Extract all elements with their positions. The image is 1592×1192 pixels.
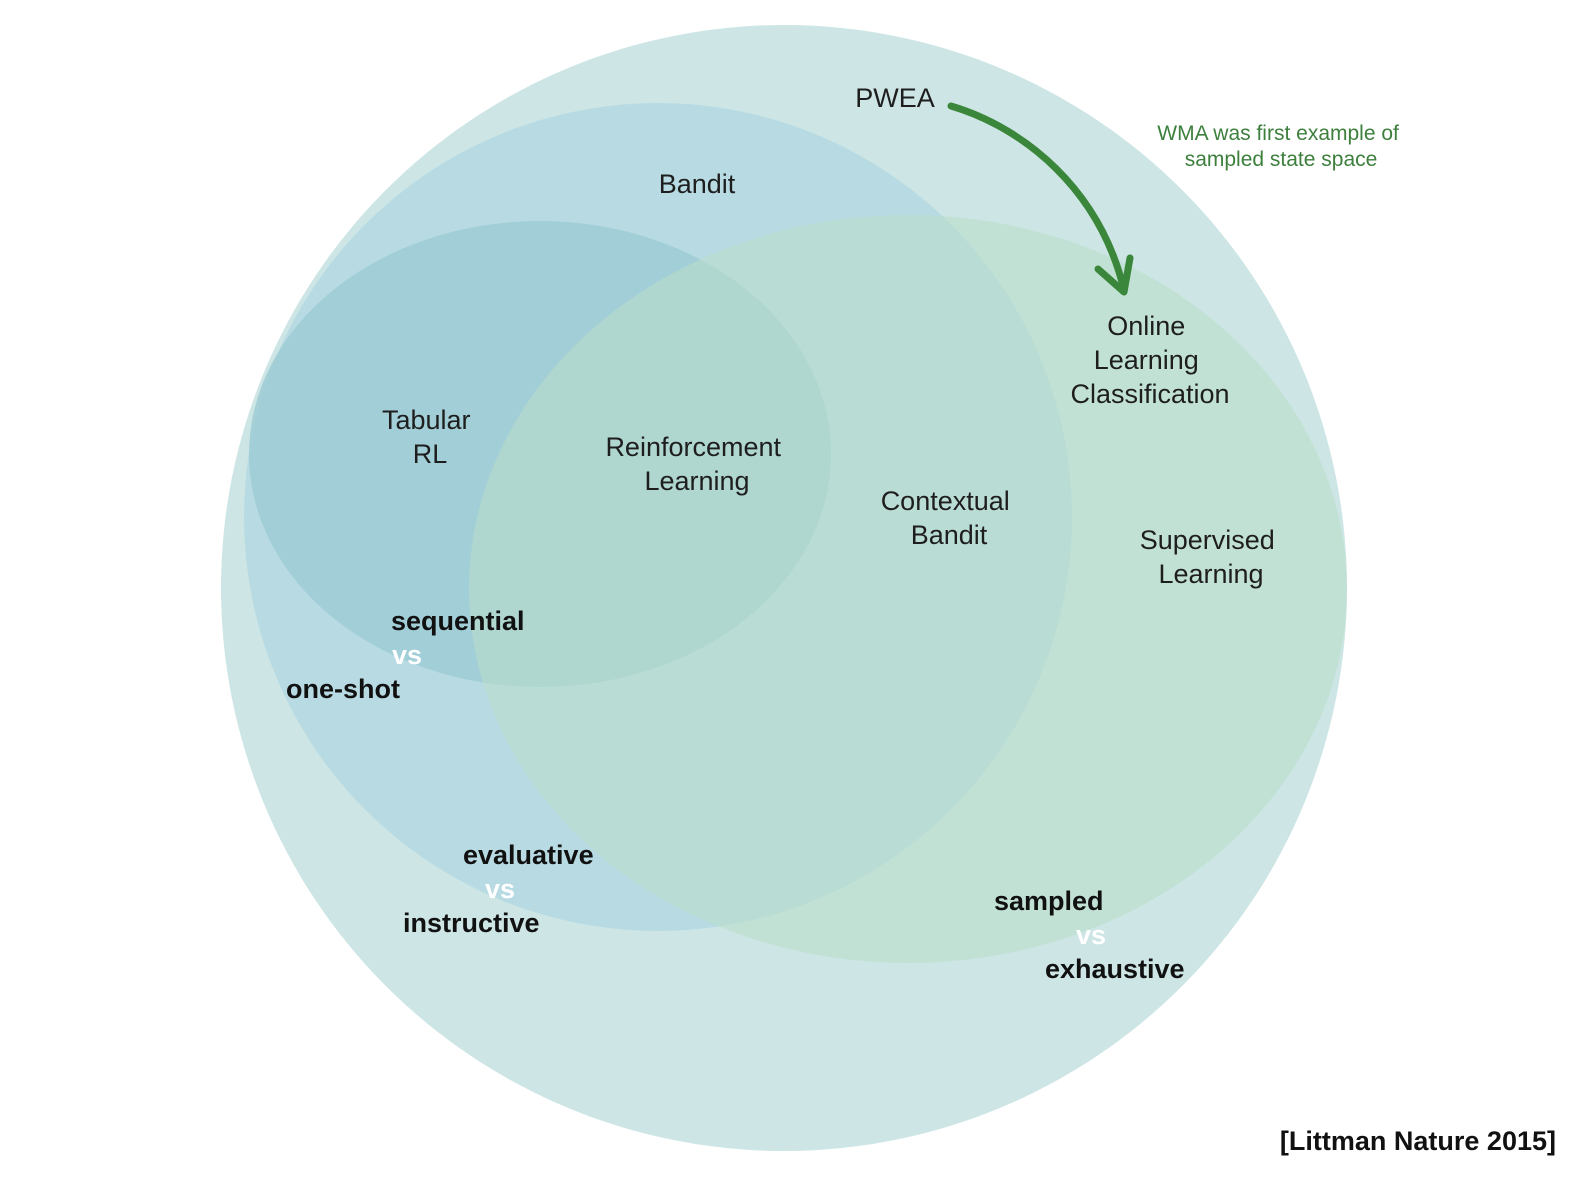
contextual-bandit-label: Contextual Bandit — [881, 486, 1018, 550]
wma-annotation-line-2: sampled state space — [1185, 148, 1378, 171]
online-learning-line-1: Online — [1107, 311, 1185, 341]
evaluative-vs-instructive: evaluative vs instructive — [403, 840, 594, 938]
sampled-vs-exhaustive: sampled vs exhaustive — [994, 886, 1185, 984]
tabular-rl-label: Tabular RL — [382, 405, 478, 469]
supervised-learning-line-2: Learning — [1158, 559, 1263, 589]
contextual-bandit-line-2: Bandit — [911, 520, 988, 550]
wma-annotation: WMA was first example of sampled state s… — [1157, 122, 1404, 171]
evaluative-label: evaluative — [463, 840, 594, 870]
reinforcement-learning-label: Reinforcement Learning — [605, 432, 788, 496]
supervised-region — [469, 215, 1347, 963]
contextual-bandit-line-1: Contextual — [881, 486, 1010, 516]
sequential-label: sequential — [391, 606, 525, 636]
sequential-vs-one-shot: sequential vs one-shot — [286, 606, 525, 704]
one-shot-label: one-shot — [286, 674, 400, 704]
evaluative-vs-label: vs — [485, 874, 515, 904]
bandit-label: Bandit — [659, 169, 736, 199]
sequential-vs-label: vs — [392, 640, 422, 670]
citation: [Littman Nature 2015] — [1280, 1126, 1556, 1156]
supervised-learning-line-1: Supervised — [1140, 525, 1275, 555]
rl-line-1: Reinforcement — [605, 432, 781, 462]
online-learning-line-3: Classification — [1070, 379, 1229, 409]
tabular-rl-line-1: Tabular — [382, 405, 471, 435]
pwea-arrow — [947, 102, 1128, 294]
online-learning-label: Online Learning Classification — [1070, 311, 1229, 409]
instructive-label: instructive — [403, 908, 540, 938]
tabular-rl-line-2: RL — [413, 439, 448, 469]
online-learning-line-2: Learning — [1094, 345, 1199, 375]
exhaustive-label: exhaustive — [1045, 954, 1185, 984]
sampled-vs-label: vs — [1076, 920, 1106, 950]
supervised-learning-label: Supervised Learning — [1140, 525, 1283, 589]
rl-line-2: Learning — [644, 466, 749, 496]
arrow-head-icon — [1094, 254, 1134, 296]
wma-annotation-line-1: WMA was first example of — [1157, 122, 1399, 145]
sampled-label: sampled — [994, 886, 1104, 916]
pwea-label: PWEA — [855, 83, 935, 113]
